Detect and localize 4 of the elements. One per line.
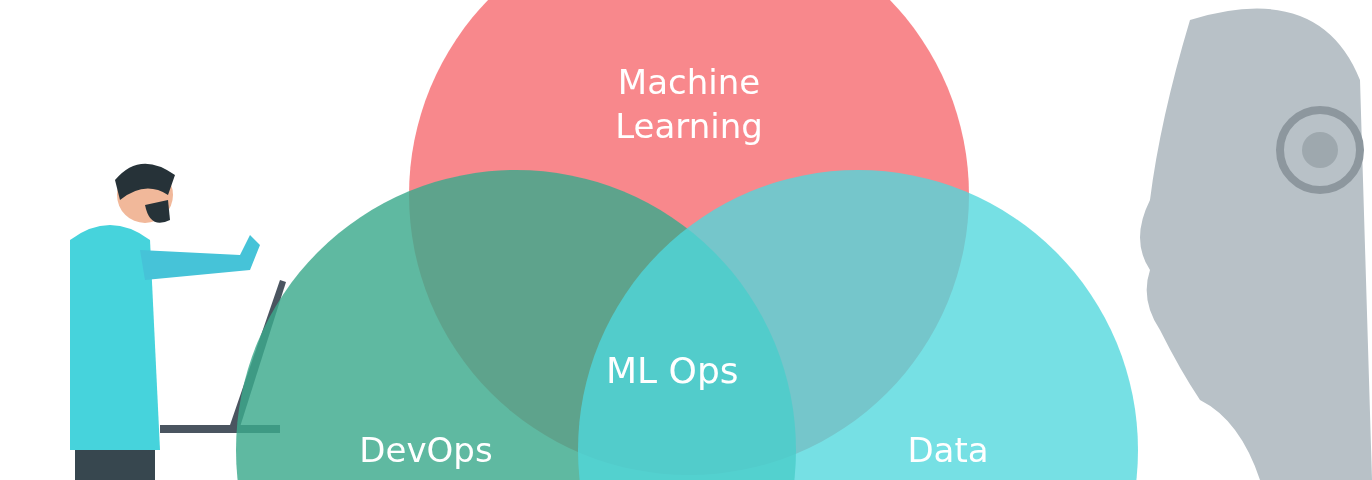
circle-title: Machine Learning (614, 61, 764, 148)
circle-title: Data (906, 429, 990, 472)
intersection-label: ML Ops (606, 350, 739, 391)
circle-title: DevOps (358, 429, 494, 472)
